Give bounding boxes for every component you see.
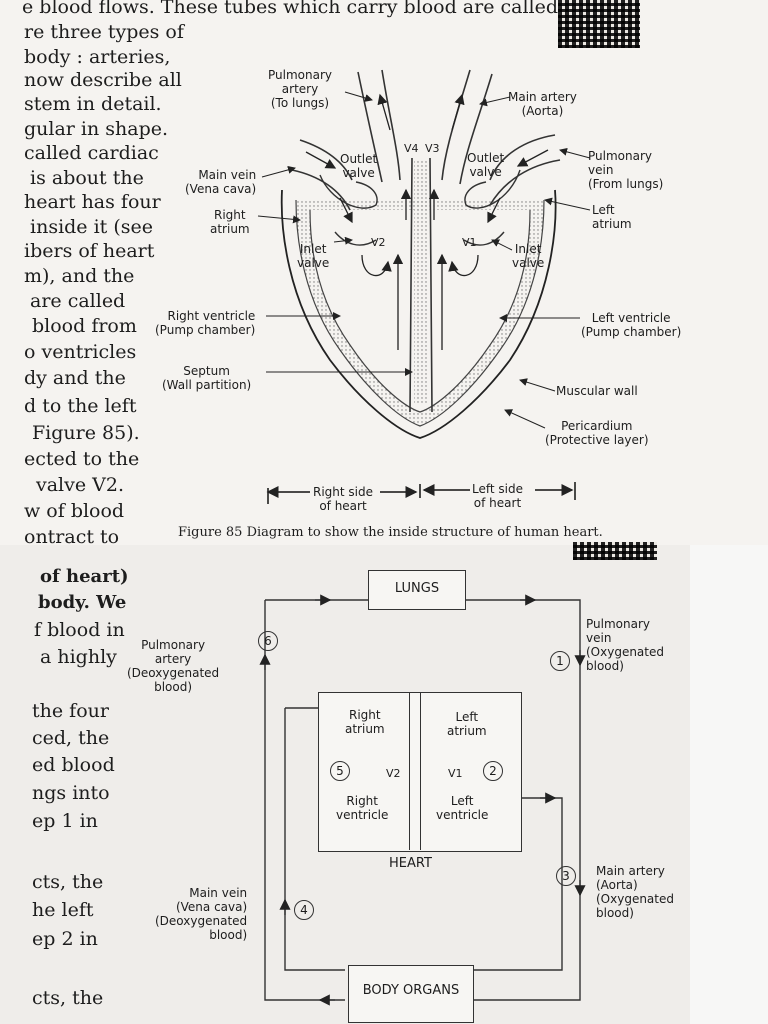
body-text-line: ed blood	[32, 754, 115, 776]
body-text-line: ep 2 in	[32, 928, 98, 950]
body-text-line: w of blood	[24, 500, 125, 522]
label-left-ventricle: Left ventricle(Pump chamber)	[581, 311, 682, 339]
body-text-line: heart has four	[24, 191, 161, 213]
lungs-label: LUNGS	[394, 581, 440, 596]
body-text-line: valve V2.	[36, 474, 125, 496]
figure-caption: Figure 85 Diagram to show the inside str…	[178, 525, 603, 540]
body-text-line: body : arteries,	[24, 46, 171, 68]
body-text-line: ced, the	[32, 727, 110, 749]
label-septum: Septum(Wall partition)	[162, 364, 252, 392]
label-pericardium: Pericardium(Protective layer)	[545, 419, 649, 447]
body-text-line: are called	[30, 290, 126, 312]
lungs-box: LUNGS	[368, 570, 466, 610]
step-4-badge: 4	[294, 900, 314, 920]
inlet-valve-right	[463, 231, 505, 246]
body-text-line: m), and the	[24, 265, 135, 287]
pericardium-outline	[280, 189, 557, 439]
body-text-line: a highly	[40, 646, 117, 668]
heart-diagram	[257, 69, 591, 504]
step-1-badge: 1	[550, 651, 570, 671]
body-organs-box: BODY ORGANS	[348, 965, 474, 1023]
heart-septum	[409, 692, 421, 850]
body-text-line: gular in shape.	[24, 118, 169, 140]
label-circ-v2: V2	[386, 767, 401, 780]
label-valve-v3: V3	[425, 142, 440, 155]
body-text-line: ontract to	[24, 526, 120, 548]
body-text-line: ep 1 in	[32, 810, 98, 832]
body-text-line: re three types of	[24, 21, 184, 43]
inlet-valve-left	[334, 231, 377, 246]
body-text-line: dy and the	[24, 367, 126, 389]
label-main-vein: Main vein(Vena cava)	[185, 168, 257, 196]
body-text-line: cts, the	[32, 871, 104, 893]
pulmonary-artery-vessel	[381, 69, 401, 181]
body-text-line: the four	[32, 700, 109, 722]
label-main-artery: Main artery(Aorta)	[508, 90, 577, 118]
body-text-line: he left	[32, 899, 94, 921]
body-text-line: e blood flows. These tubes which carry b…	[22, 0, 559, 18]
step-3-badge: 3	[556, 866, 576, 886]
body-text-line: called cardiac	[24, 142, 159, 164]
label-valve-v2: V2	[371, 236, 386, 249]
body-text-line: now describe all	[24, 69, 182, 91]
body-organs-label: BODY ORGANS	[362, 983, 460, 998]
body-text-line: ngs into	[32, 782, 110, 804]
qr-code-icon	[573, 542, 657, 560]
body-text-line: o ventricles	[24, 341, 137, 363]
step-2-badge: 2	[483, 761, 503, 781]
step-5-badge: 5	[330, 761, 350, 781]
body-text-line: f blood in	[34, 619, 125, 641]
label-muscular-wall: Muscular wall	[556, 384, 638, 398]
label-circ-v1: V1	[448, 767, 463, 780]
body-text-line: cts, the	[32, 987, 104, 1009]
body-text-line: blood from	[32, 315, 137, 337]
body-text-line: Figure 85).	[32, 422, 140, 444]
body-text-line: inside it (see	[30, 216, 153, 238]
label-valve-v4: V4	[404, 142, 419, 155]
body-text-line: ibers of heart	[24, 240, 155, 262]
heart-label: HEART	[389, 856, 432, 871]
step-6-badge: 6	[258, 631, 278, 651]
body-text-line: d to the left	[24, 395, 137, 417]
body-text-line: is about the	[30, 167, 144, 189]
qr-code-icon	[558, 0, 640, 48]
body-text-line: stem in detail.	[24, 93, 162, 115]
vena-cava-vessel	[291, 169, 351, 211]
label-valve-v1: V1	[462, 236, 477, 249]
page-edge	[690, 545, 768, 1024]
body-text-line: of heart)	[40, 566, 129, 587]
body-text-line: ected to the	[24, 448, 140, 470]
aorta-vessel	[441, 69, 471, 181]
pulmonary-vein-vessel	[489, 159, 561, 206]
body-text-line: body. We	[38, 592, 127, 613]
label-right-ventricle: Right ventricle(Pump chamber)	[155, 309, 256, 337]
